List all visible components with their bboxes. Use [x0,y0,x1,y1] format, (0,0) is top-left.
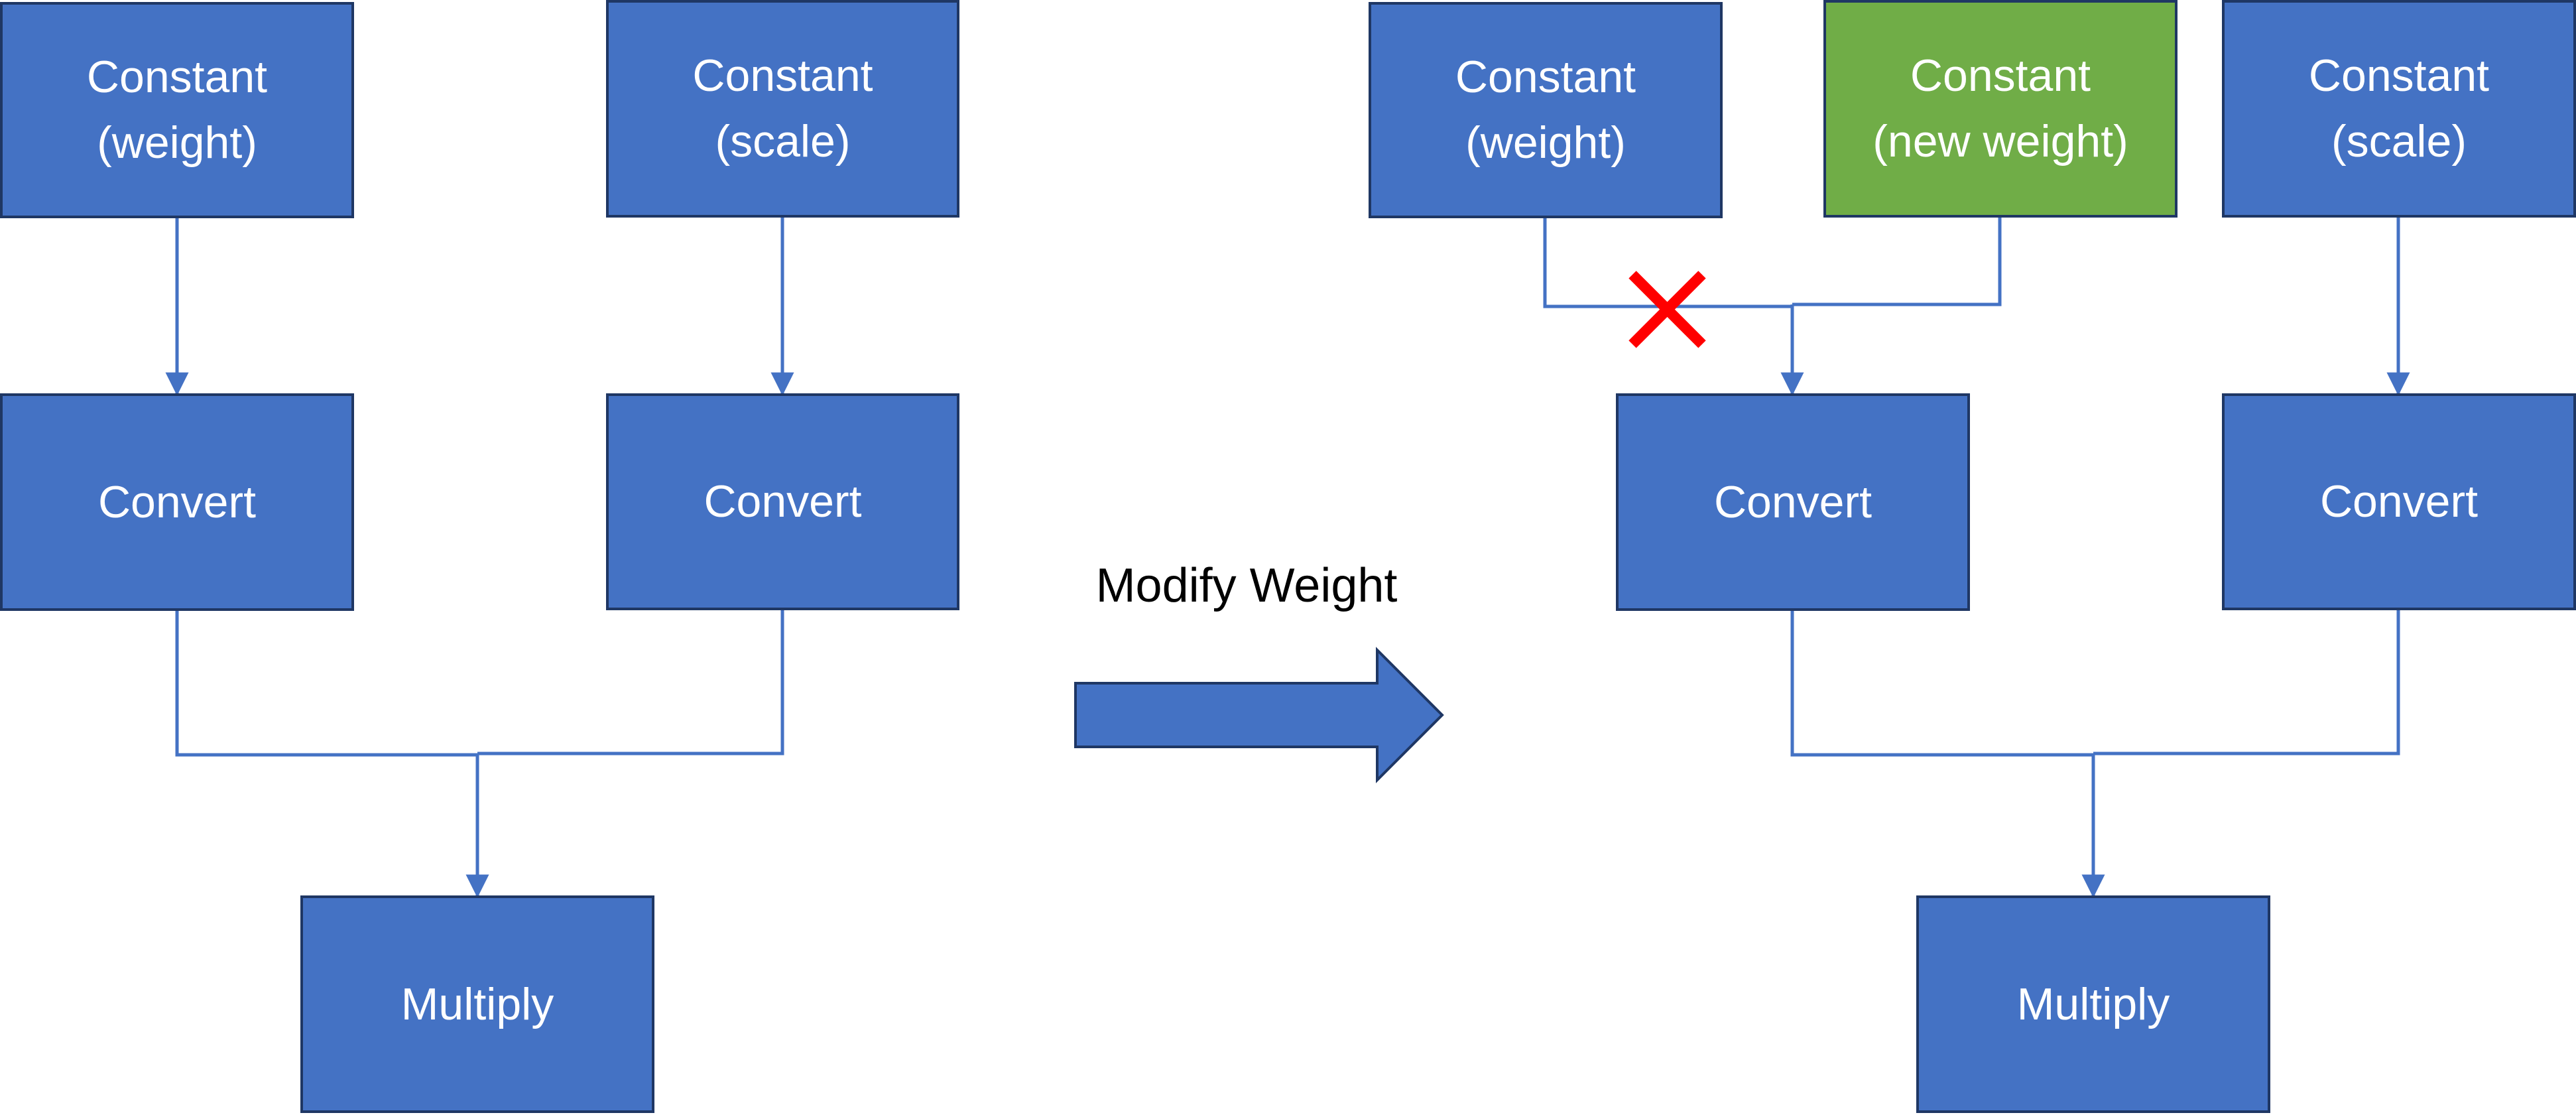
edge-convert-scale-to-merge [477,610,784,755]
edge-const-weight-removed [1543,218,1792,308]
cross-icon [1628,271,1706,348]
after-constant-scale-node: Constant (scale) [2222,0,2576,218]
right-arrow-icon [1074,647,1444,783]
edge-const-new-weight-to-merge [1792,218,2002,306]
node-label: Convert [1713,476,1872,527]
after-constant-weight-node: Constant (weight) [1369,2,1723,218]
after-convert-scale-node: Convert [2222,393,2576,610]
node-label: Constant (weight) [86,52,268,168]
transition-label: Modify Weight [1095,559,1398,612]
after-convert-weight-node: Convert [1616,393,1970,611]
before-convert-scale-node: Convert [606,393,959,610]
before-constant-weight-node: Constant (weight) [0,2,354,218]
node-label: Convert [97,476,257,527]
node-label: Constant (weight) [1455,52,1636,168]
before-constant-scale-node: Constant (scale) [606,0,959,218]
node-label: Constant (scale) [692,50,873,166]
node-label: Convert [2319,476,2479,527]
node-label: Multiply [2016,978,2170,1029]
node-label: Convert [704,476,862,527]
edge-convert-weight-after-to-merge [1790,610,2093,757]
after-multiply-node: Multiply [1916,895,2270,1113]
after-constant-new-weight-node: Constant (new weight) [1823,0,2177,218]
node-label: Constant (new weight) [1872,50,2128,166]
before-multiply-node: Multiply [300,895,654,1113]
edge-convert-weight-to-merge [175,610,477,757]
edge-convert-scale-after-to-merge [2093,610,2400,755]
before-convert-weight-node: Convert [0,393,354,611]
node-label: Constant (scale) [2308,50,2490,166]
node-label: Multiply [400,978,554,1029]
